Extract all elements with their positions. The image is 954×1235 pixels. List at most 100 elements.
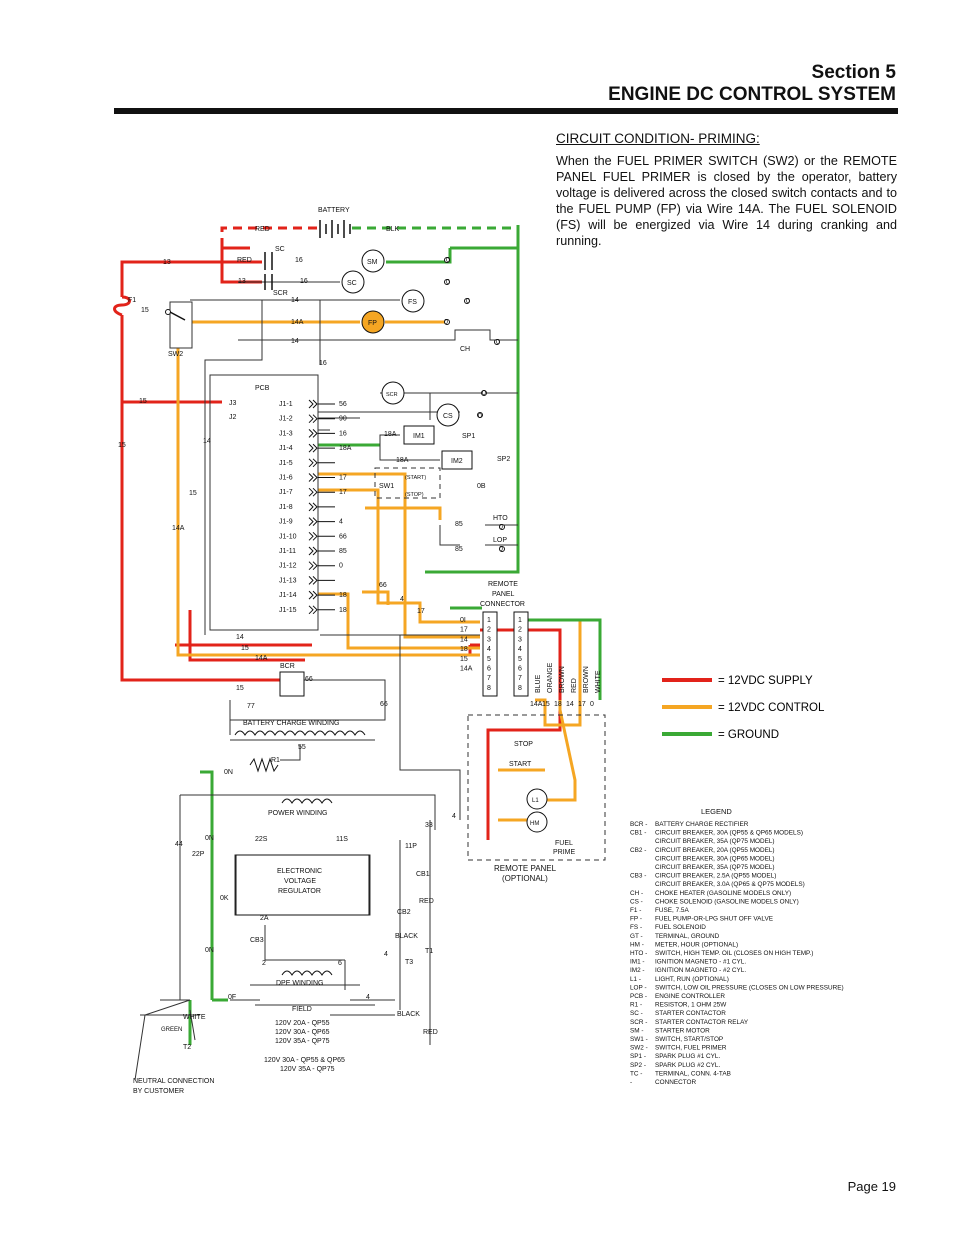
legend-code: PCB -: [630, 993, 647, 1000]
cb1-label: CB1: [416, 871, 430, 878]
legend-desc: CHOKE HEATER (GASOLINE MODELS ONLY): [655, 890, 791, 897]
pcb-label: PCB: [255, 385, 270, 392]
wire-label: 6: [338, 960, 342, 967]
voltage-regulator-box: [235, 854, 370, 916]
cs-label: CS: [443, 413, 453, 420]
connector-pin-right: 3: [518, 636, 522, 643]
pin-marker: [308, 546, 318, 556]
scr-coil-icon: [381, 381, 405, 405]
battery-icon: [319, 220, 351, 238]
connector-wire-label: 18: [460, 646, 468, 653]
wire-label: 14: [291, 338, 299, 345]
pin-marker: [308, 458, 318, 468]
wire-label: 2A: [260, 915, 269, 922]
pcb-pin-label: J1-8: [279, 504, 293, 511]
fp-label: FP: [368, 320, 377, 327]
remote-wire-label: 14A: [530, 701, 543, 708]
legend-code: HTO -: [630, 950, 647, 957]
wire-label: 4: [366, 994, 370, 1001]
pcb-pin-label: J1-11: [279, 548, 296, 555]
wire-label: 14: [203, 438, 211, 445]
wire-color-label: BLUE: [535, 674, 542, 693]
legend-desc: RESISTOR, 1 OHM 25W: [655, 1002, 727, 1009]
connector-pin-right: 2: [518, 627, 522, 634]
connector-pin-left: 8: [487, 685, 491, 692]
connector-pin-left: 1: [487, 617, 491, 624]
legend-desc: FUEL PUMP-OR-LPG SHUT OFF VALVE: [655, 916, 773, 923]
legend-code: IM1 -: [630, 959, 645, 966]
battery-positive-lead: [220, 226, 318, 262]
legend-code: TC -: [630, 1070, 642, 1077]
model-label-5: 120V 35A - QP75: [280, 1066, 335, 1073]
wire-label: 14A: [255, 655, 268, 662]
evr-label-1: ELECTRONIC: [277, 868, 322, 875]
model-label-1: 120V 20A - QP55: [275, 1020, 330, 1027]
t2-label: T2: [183, 1044, 191, 1051]
sp2-label: SP2: [497, 456, 510, 463]
black-label-2: BLACK: [397, 1011, 420, 1018]
im1-box: [403, 425, 435, 445]
pin-marker: [308, 473, 318, 482]
wire-label: 15: [241, 645, 249, 652]
pin-marker: [308, 576, 318, 585]
pcb-pin-label: J1-15: [279, 607, 297, 614]
key-label: = 12VDC SUPPLY: [718, 675, 813, 687]
wire-label: 0: [499, 524, 503, 531]
remote-wire-label: 14: [566, 701, 574, 708]
connector-wire-label: 0I: [460, 617, 466, 624]
legend-code: CS -: [630, 898, 643, 905]
fuel-pump-icon: [361, 310, 385, 334]
pcb-wire-label: 18: [339, 607, 347, 614]
sc-contact-icon: [264, 252, 273, 270]
scr-contact-icon: [264, 274, 273, 290]
evr-label-3: REGULATOR: [278, 888, 321, 895]
key-label: = 12VDC CONTROL: [718, 702, 825, 714]
wire-label: 66: [379, 582, 387, 589]
remote-connector-icon: [482, 611, 529, 697]
remote-panel-outline: [374, 467, 606, 861]
dpe-winding-label: DPE WINDING: [276, 980, 323, 987]
dpe-winding-icon: [281, 970, 333, 976]
wire-label: 0: [499, 546, 503, 553]
legend-desc: CIRCUIT BREAKER, 3.0A (QP65 & QP75 MODEL…: [655, 881, 805, 888]
ground-wires: [188, 225, 602, 1045]
pin-marker: [308, 517, 318, 526]
wire-label: 14A: [291, 319, 304, 326]
pin-marker: [308, 429, 318, 438]
pcb-pin-label: J1-6: [279, 475, 293, 482]
wire-label: 0: [478, 413, 482, 420]
ch-label: CH: [460, 346, 470, 353]
wire-label: 0: [444, 319, 448, 326]
pin-marker: [308, 399, 318, 409]
f1-label: F1: [128, 297, 136, 304]
circuit-condition-text: When the FUEL PRIMER SWITCH (SW2) or the…: [556, 154, 897, 248]
sp1-label: SP1: [462, 433, 475, 440]
legend-title: LEGEND: [701, 807, 732, 816]
legend-code: SP1 -: [630, 1053, 646, 1060]
legend-desc: TERMINAL, GROUND: [655, 933, 720, 940]
pcb-pin-label: J1-14: [279, 592, 297, 599]
key-label: = GROUND: [718, 729, 779, 741]
legend-desc: SPARK PLUG #2 CYL.: [655, 1062, 720, 1069]
cb2-label: CB2: [397, 909, 411, 916]
r1-label: R1: [271, 757, 280, 764]
legend-code: CB3 -: [630, 873, 646, 880]
legend-desc: CONNECTOR: [655, 1079, 696, 1086]
legend-desc: SWITCH, FUEL PRIMER: [655, 1045, 727, 1052]
legend-code: LOP -: [630, 984, 647, 991]
control-lines: [134, 281, 518, 1081]
legend-desc: CHOKE SOLENOID (GASOLINE MODELS ONLY): [655, 898, 799, 905]
legend-code: SW1 -: [630, 1036, 648, 1043]
sw1-label: SW1: [379, 483, 394, 490]
legend-code: CB2 -: [630, 847, 646, 854]
pcb-wire-label: 17: [339, 475, 347, 482]
legend-desc: IGNITION MAGNETO - #1 CYL.: [655, 959, 746, 966]
panel-label: PANEL: [492, 591, 515, 598]
fuel-solenoid-icon: [401, 289, 425, 313]
page-number: Page 19: [847, 1179, 896, 1194]
choke-solenoid-icon: [436, 403, 460, 427]
hour-meter-icon: [526, 811, 548, 833]
wire-label: 16: [300, 278, 308, 285]
legend: LEGEND BCR -BATTERY CHARGE RECTIFIERCB1 …: [630, 807, 844, 1086]
wire-label: 4: [384, 951, 388, 958]
